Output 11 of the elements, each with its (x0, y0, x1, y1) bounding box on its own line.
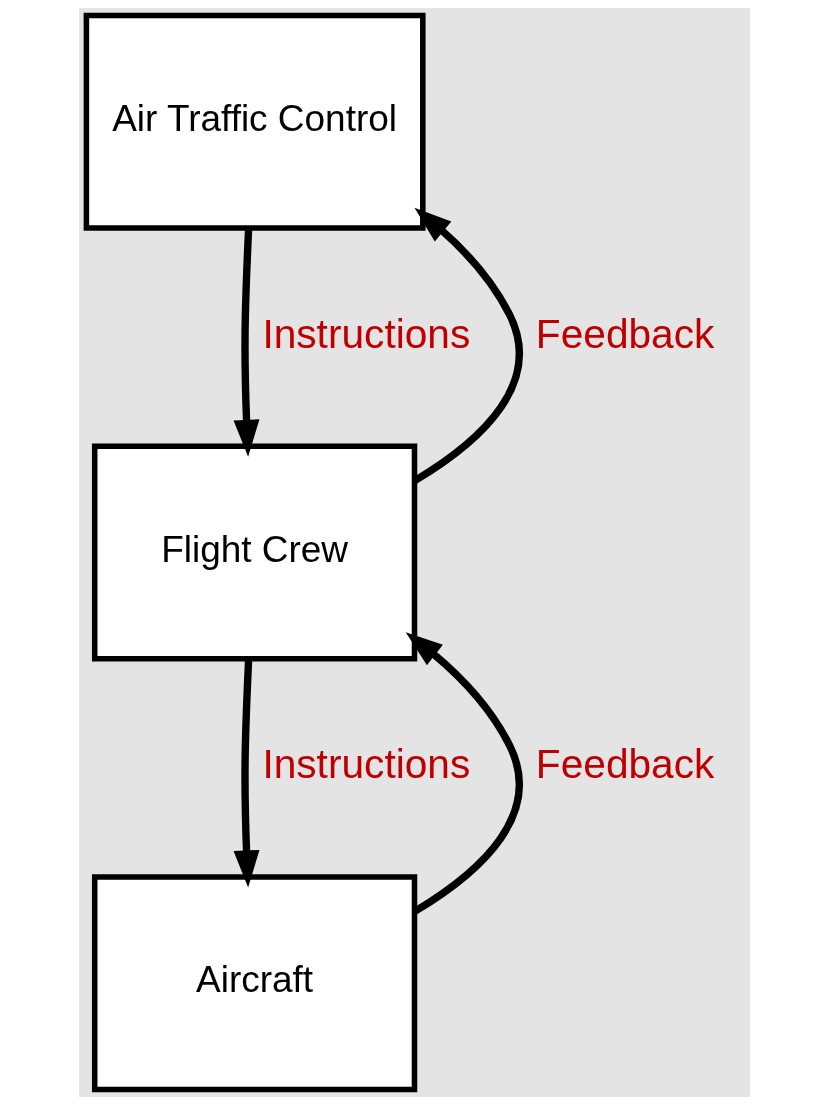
node-box: Air Traffic Control (83, 12, 426, 231)
arrow (412, 207, 523, 484)
edge-label: Feedback (535, 741, 715, 788)
edge-label: Instructions (262, 310, 471, 357)
arrow (233, 658, 260, 888)
edge-label: Instructions (262, 741, 471, 788)
arrow (405, 632, 523, 915)
node-box: Aircraft (91, 874, 418, 1093)
arrow (233, 228, 260, 457)
edge-label: Feedback (535, 310, 715, 357)
node-box: Flight Crew (91, 443, 418, 662)
